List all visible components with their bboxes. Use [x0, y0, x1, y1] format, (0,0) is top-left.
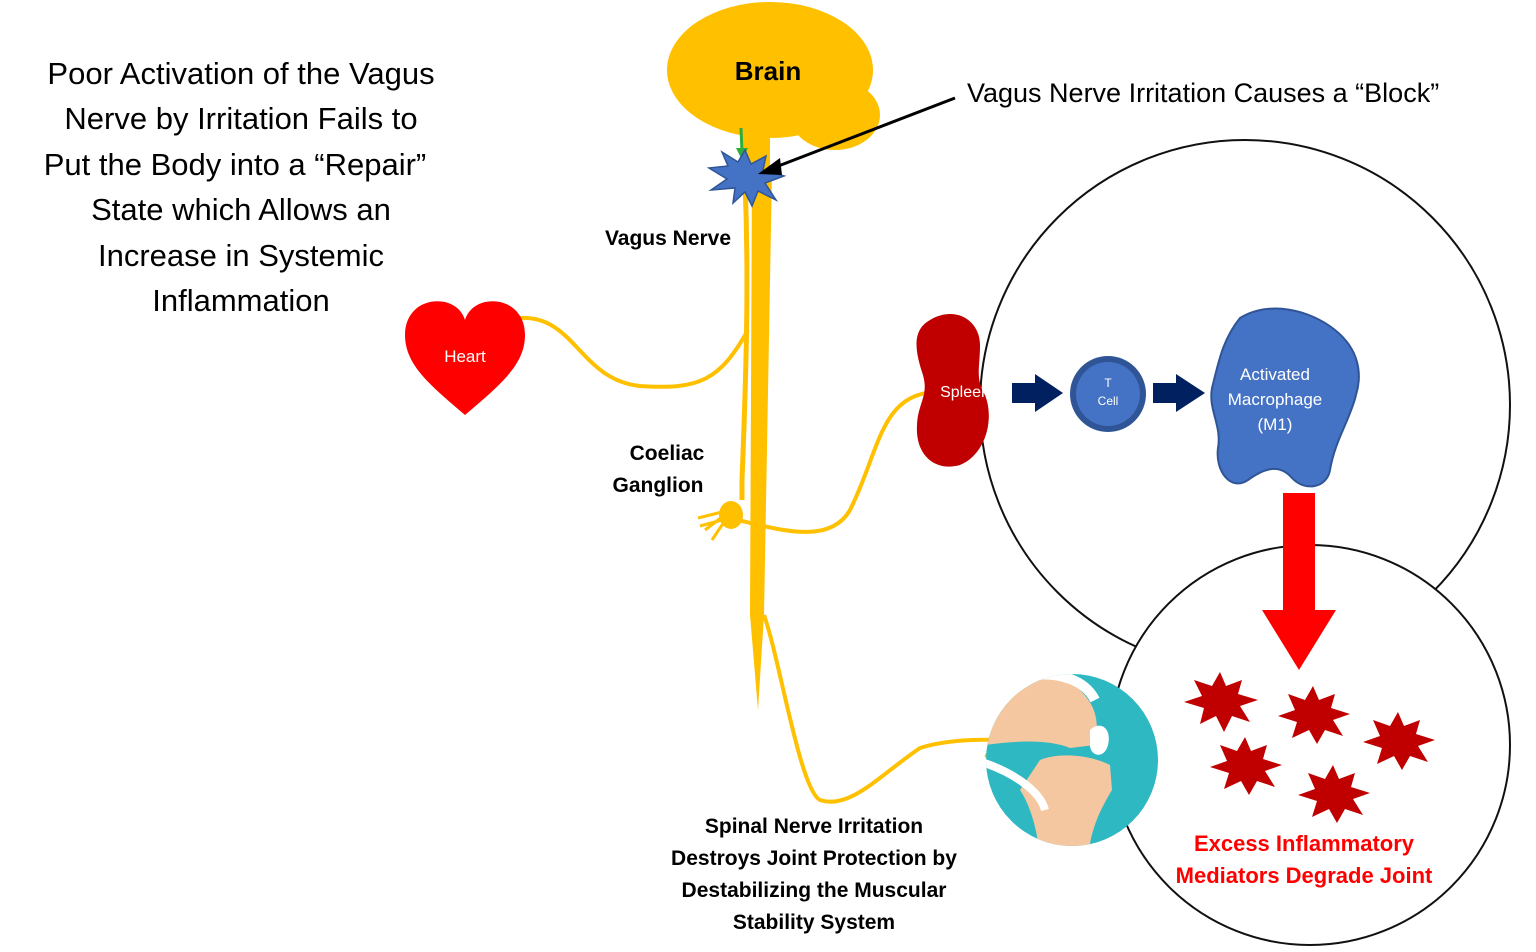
tcell-label-line2: Cell — [1098, 394, 1119, 408]
spinal-text-line: Stability System — [733, 911, 895, 934]
block-callout-pointer — [767, 96, 956, 172]
spinal-text-line: Destabilizing the Muscular — [682, 879, 947, 902]
spinal-text-line: Destroys Joint Protection by — [671, 847, 957, 870]
coeliac-label-line2: Ganglion — [613, 474, 704, 497]
spinal-cord — [750, 170, 772, 710]
intro-line: Put the Body into a “Repair” — [44, 147, 427, 182]
brain-shape — [667, 2, 880, 170]
intro-line: Nerve by Irritation Fails to — [64, 101, 417, 136]
spleen-nerve — [737, 390, 936, 534]
block-callout-label: Vagus Nerve Irritation Causes a “Block” — [967, 78, 1439, 108]
intro-line: Increase in Systemic — [98, 238, 384, 273]
block-star — [706, 148, 787, 208]
mediator-burst — [1210, 737, 1282, 795]
vagus-nerve-label: Vagus Nerve — [605, 227, 731, 250]
spinal-text-line: Spinal Nerve Irritation — [705, 815, 923, 838]
vagus-nerve-fiber — [739, 179, 750, 500]
brain-label: Brain — [735, 56, 801, 86]
red-down-arrow — [1262, 493, 1336, 670]
tcell-label-line1: T — [1104, 376, 1112, 390]
mediator-burst — [1363, 712, 1435, 770]
intro-line: Poor Activation of the Vagus — [47, 56, 434, 91]
macrophage-label-line3: (M1) — [1258, 415, 1293, 434]
spleen-label: Spleen — [940, 384, 990, 401]
block-callout-arrowhead — [758, 158, 782, 175]
knee-joint-illustration — [986, 674, 1158, 846]
inflammatory-mediators — [1184, 672, 1435, 823]
spleen-shape — [916, 314, 989, 467]
coeliac-ganglion — [697, 501, 743, 541]
mediator-burst — [1184, 672, 1258, 732]
heart-shape — [405, 301, 525, 415]
arrow-tcell-to-macrophage — [1153, 374, 1205, 412]
intro-line: Inflammation — [152, 283, 329, 318]
macrophage-label-line2: Macrophage — [1228, 390, 1323, 409]
coeliac-label-line1: Coeliac — [630, 442, 705, 465]
macrophage-label-line1: Activated — [1240, 365, 1310, 384]
tcell-inner — [1076, 362, 1140, 426]
arrow-spleen-to-tcell — [1012, 374, 1063, 412]
spinal-irritation-text: Spinal Nerve Irritation Destroys Joint P… — [671, 815, 957, 934]
mediators-label-line1: Excess Inflammatory — [1194, 831, 1415, 856]
mediators-label-line2: Mediators Degrade Joint — [1176, 863, 1433, 888]
heart-nerve — [519, 315, 750, 389]
intro-paragraph: Poor Activation of the Vagus Nerve by Ir… — [44, 56, 435, 318]
mediator-burst — [1298, 765, 1370, 823]
mediator-burst — [1278, 686, 1350, 744]
heart-label: Heart — [444, 347, 486, 366]
macrophage-shape — [1210, 307, 1360, 488]
intro-line: State which Allows an — [91, 192, 391, 227]
